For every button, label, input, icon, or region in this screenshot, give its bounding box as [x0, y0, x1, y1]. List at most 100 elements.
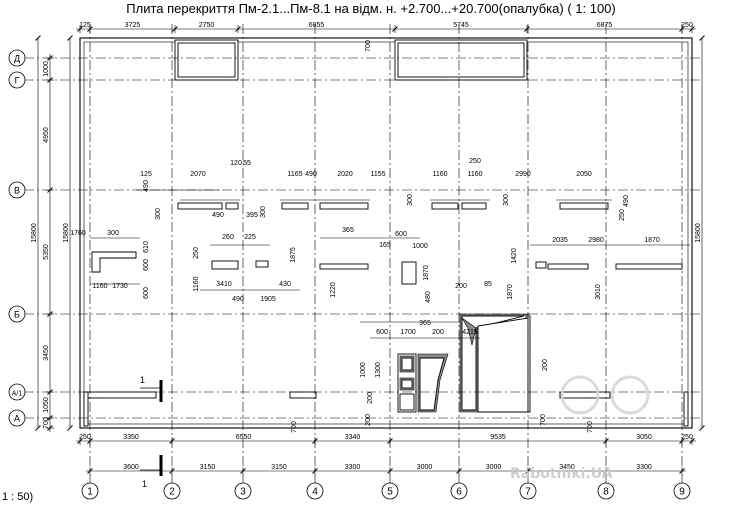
- dim-internal-28: 1730: [112, 283, 128, 290]
- dim-bottom-1-5: 3050: [636, 434, 652, 441]
- dim-internal-5: 55: [243, 160, 251, 167]
- dim-bottom-2-1: 3150: [200, 464, 216, 471]
- axis-bubble-8: [597, 482, 615, 500]
- dim-bottom-1-4: 9535: [490, 434, 506, 441]
- dim-internal-64: 700: [540, 414, 547, 426]
- dim-internal-29: 600: [143, 287, 150, 299]
- axis-label-4: 4: [312, 487, 318, 498]
- dim-internal-47: 2035: [552, 237, 568, 244]
- dim-internal-31: 260: [222, 234, 234, 241]
- axis-bubble-9: [673, 482, 691, 500]
- axis-label-h-0: Д: [14, 54, 20, 64]
- dim-internal-52: 85: [484, 281, 492, 288]
- dim-internal-61: 1300: [375, 362, 382, 378]
- dim-internal-34: 1160: [193, 276, 200, 291]
- section-label-top: 1: [140, 375, 145, 385]
- dim-bottom-2-6: 3450: [559, 464, 575, 471]
- dim-internal-24: 300: [107, 230, 119, 237]
- dim-internal-16: 300: [155, 208, 162, 220]
- dim-internal-9: 1155: [370, 171, 385, 178]
- dim-internal-41: 600: [395, 231, 407, 238]
- dim-left-2: 5350: [43, 244, 50, 260]
- dim-internal-22: 250: [619, 209, 626, 221]
- axis-bubble-h-3: [8, 305, 26, 323]
- dim-top-2: 2750: [199, 22, 215, 29]
- dim-internal-1: 125: [140, 171, 152, 178]
- axis-bubble-h-0: [8, 49, 26, 67]
- dim-internal-37: 490: [232, 296, 244, 303]
- dim-internal-18: 395: [246, 212, 258, 219]
- axis-label-h-5: А: [14, 414, 20, 424]
- axis-label-8: 8: [603, 487, 609, 498]
- section-label-bottom: 1: [142, 479, 147, 489]
- dim-internal-7: 490: [305, 171, 317, 178]
- dim-internal-12: 1160: [467, 171, 482, 178]
- dim-top-1: 3725: [125, 22, 141, 29]
- watermark: Rabotniki.UA: [510, 375, 650, 482]
- dim-internal-42: 1000: [412, 243, 428, 250]
- dim-bottom-1-2: 6550: [236, 434, 252, 441]
- dim-internal-21: 300: [503, 194, 510, 206]
- dim-internal-56: 1700: [400, 329, 416, 336]
- dim-left-0: 1000: [43, 61, 50, 77]
- dim-bottom-2-2: 3150: [271, 464, 287, 471]
- dim-bottom-2-0: 3600: [123, 464, 139, 471]
- dim-internal-58: 4215: [462, 329, 478, 336]
- dim-bottom-1-3: 3340: [345, 434, 361, 441]
- section-mark: 1 1: [140, 375, 163, 489]
- dim-internal-15: 490: [623, 195, 630, 207]
- dim-internal-32: 225: [244, 234, 256, 241]
- axis-label-1: 1: [87, 487, 93, 498]
- dim-bottom-2-3: 3300: [345, 464, 361, 471]
- watermark-text: Rabotniki.UA: [510, 466, 613, 482]
- axis-label-6: 6: [456, 487, 462, 498]
- dim-internal-23: 1760: [70, 230, 86, 237]
- dim-internal-3: 490: [143, 180, 150, 192]
- dim-bottom-1-6: 250: [681, 434, 693, 441]
- axis-bubble-4: [306, 482, 324, 500]
- dim-left-4: 1050: [43, 397, 50, 413]
- dim-internal-26: 600: [143, 259, 150, 271]
- axis-label-h-3: Б: [14, 310, 20, 320]
- axis-label-3: 3: [240, 487, 246, 498]
- dim-left-total-2: 15800: [63, 223, 70, 243]
- dim-internal-33: 1875: [290, 247, 297, 263]
- dim-internal-6: 1165: [287, 171, 302, 178]
- dim-internal-14: 2050: [576, 171, 592, 178]
- axis-bubble-1: [81, 482, 99, 500]
- dim-internal-39: 365: [342, 227, 354, 234]
- dim-bottom-2-5: 3000: [486, 464, 502, 471]
- openings: [91, 39, 683, 285]
- dim-internal-65: 700: [291, 421, 298, 433]
- axis-bubble-h-1: [8, 71, 26, 89]
- axis-label-h-1: Г: [15, 76, 20, 86]
- dim-internal-0: 700: [365, 40, 372, 52]
- dim-internal-59: 200: [542, 359, 549, 371]
- dim-internal-36: 430: [279, 281, 291, 288]
- horizontal-axes: Д Г В Б А/1А: [8, 49, 700, 427]
- axis-label-7: 7: [525, 487, 531, 498]
- axis-bubble-6: [450, 482, 468, 500]
- dim-internal-48: 2980: [588, 237, 604, 244]
- dim-internal-63: 200: [365, 414, 372, 426]
- dim-internal-43: 1870: [423, 265, 430, 281]
- slab-outline: [79, 37, 693, 429]
- dim-internal-44: 1220: [330, 282, 337, 298]
- dim-internal-8: 2020: [337, 171, 353, 178]
- dim-internal-51: 3010: [595, 284, 602, 300]
- dim-internal-46: 1420: [511, 248, 518, 264]
- dim-internal-53: 200: [455, 283, 467, 290]
- dim-top-0: 125: [79, 22, 91, 29]
- dim-internal-30: 250: [193, 247, 200, 259]
- axis-label-h-2: В: [14, 186, 20, 196]
- dim-left-total: 15800: [31, 223, 38, 243]
- dim-internal-55: 600: [376, 329, 388, 336]
- axis-label-2: 2: [169, 487, 175, 498]
- dim-internal-20: 300: [407, 194, 414, 206]
- dim-internal-62: 200: [367, 392, 374, 404]
- dim-internal-2: 2070: [190, 171, 206, 178]
- axis-label-h-4: А/1: [12, 391, 23, 398]
